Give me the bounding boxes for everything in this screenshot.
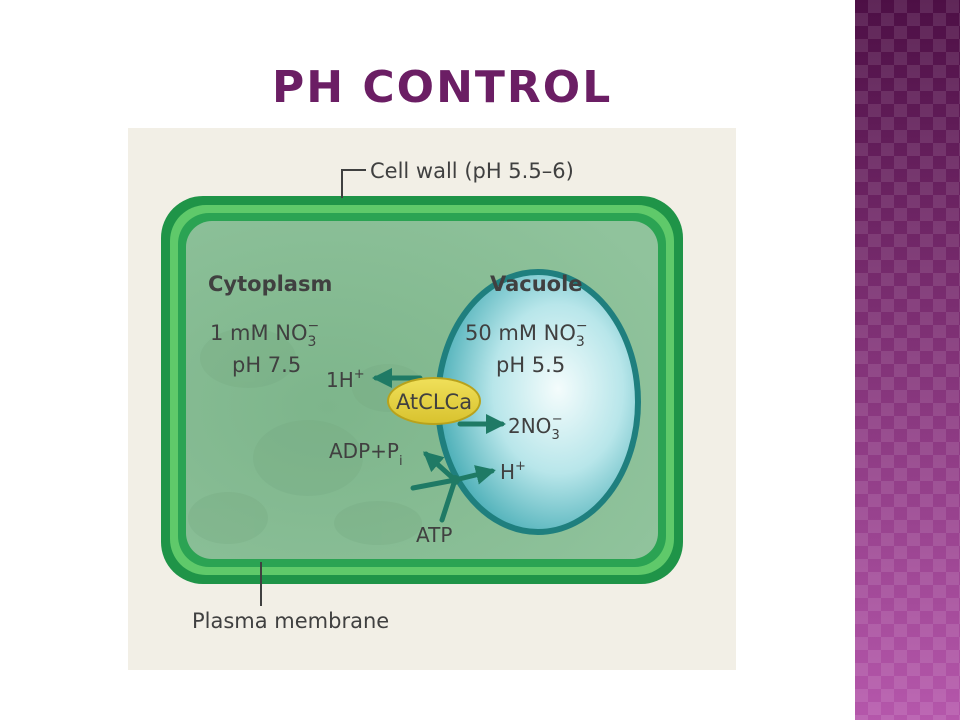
cell-wall-label: Cell wall (pH 5.5–6) [370, 159, 574, 183]
vacuole-label: Vacuole [490, 272, 583, 296]
vacuole-ph: pH 5.5 [496, 353, 565, 377]
atpase-junction [450, 475, 460, 485]
atp-arrow-lower [439, 477, 458, 523]
vacuole-nitrate-subscript: 3 [576, 334, 585, 350]
cytoplasm-nitrate-amount: 1 mM NO [210, 321, 308, 345]
adp-arrow [423, 451, 458, 483]
cytoplasm-label: Cytoplasm [208, 272, 332, 296]
atp-label: ATP [416, 523, 452, 547]
cytoplasm-nitrate-concentration: 1 mM NO3− [210, 318, 319, 350]
adp-pi-subscript: i [399, 454, 403, 469]
cytoplasm-nitrate-subscript: 3 [308, 334, 317, 350]
decorative-side-band [855, 0, 960, 720]
cytoplasm-texture [188, 328, 424, 545]
cytoplasm-ph: pH 7.5 [232, 353, 301, 377]
proton-efflux-label: 1H+ [326, 367, 365, 392]
vacuole-nitrate-amount: 50 mM NO [465, 321, 576, 345]
plasma-membrane-label: Plasma membrane [192, 609, 389, 633]
transport-arrows [372, 368, 506, 523]
slide-title: PH CONTROL [272, 62, 613, 113]
proton-pump-text: H [500, 460, 515, 484]
proton-pump-label: H+ [500, 459, 526, 484]
cell-wall-leader-line [341, 169, 366, 198]
proton-pump-arrow [452, 465, 496, 485]
vacuole-nitrate-concentration: 50 mM NO3− [465, 318, 588, 350]
adp-pi-text: ADP+P [329, 439, 399, 463]
proton-pump-charge: + [515, 459, 526, 474]
nitrate-influx-amount: 2NO [508, 414, 551, 438]
vacuole-nitrate-charge: − [576, 318, 588, 334]
atclca-label: AtCLCa [396, 390, 472, 414]
cytoplasm-nitrate-charge: − [307, 318, 319, 334]
atp-arrow [410, 477, 458, 491]
nitrate-influx-label: 2NO3− [508, 412, 563, 443]
atclca-transporter [387, 377, 481, 425]
nitrate-influx-charge: − [552, 412, 563, 427]
adp-pi-label: ADP+Pi [329, 439, 403, 469]
nitrate-influx-subscript: 3 [551, 428, 559, 443]
proton-efflux-text: 1H [326, 368, 354, 392]
cell-diagram: AtCLCa Cell wall (pH 5.5–6) Plasma membr… [128, 128, 736, 670]
proton-efflux-charge: + [354, 367, 365, 382]
